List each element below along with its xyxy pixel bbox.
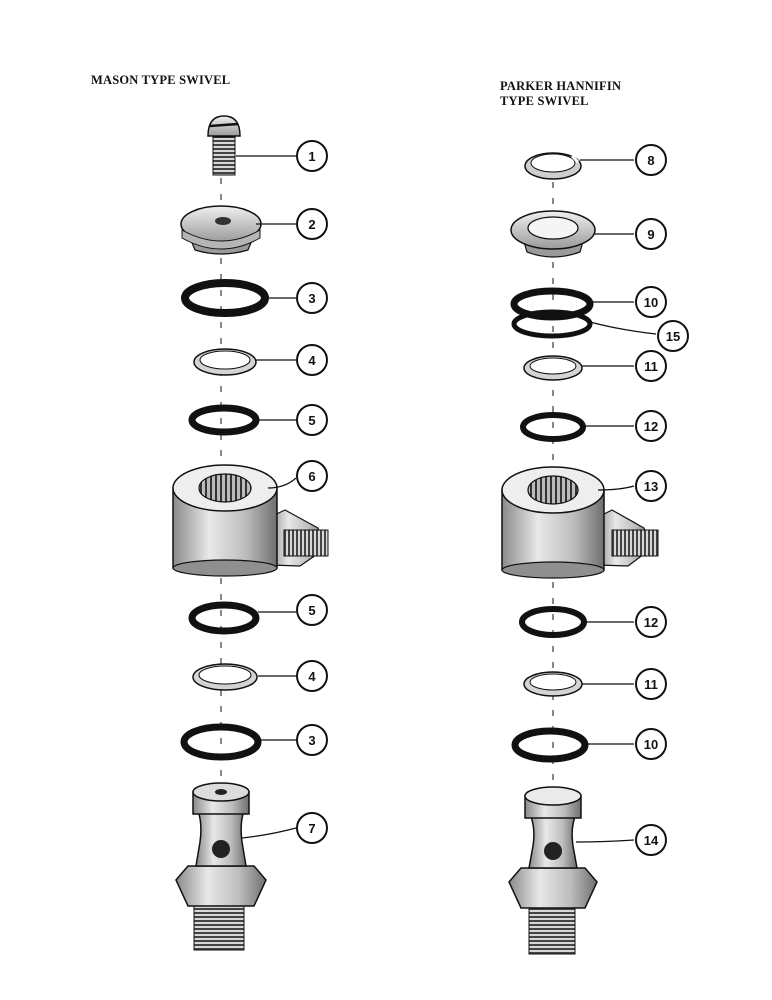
callout-2: 2 bbox=[296, 208, 328, 240]
svg-text:1: 1 bbox=[308, 149, 315, 164]
svg-text:11: 11 bbox=[644, 359, 658, 374]
svg-text:7: 7 bbox=[308, 821, 315, 836]
callout-14: 14 bbox=[635, 824, 667, 856]
callout-11: 11 bbox=[635, 350, 667, 382]
svg-text:3: 3 bbox=[308, 733, 315, 748]
part-15-ring bbox=[511, 309, 593, 339]
svg-text:10: 10 bbox=[644, 295, 658, 310]
part-11-backup-washer-lower bbox=[523, 671, 583, 697]
callout-15: 15 bbox=[657, 320, 689, 352]
svg-text:9: 9 bbox=[647, 227, 654, 242]
callout-10: 10 bbox=[635, 286, 667, 318]
part-3-o-ring-lower bbox=[180, 723, 262, 761]
callout-8: 8 bbox=[635, 144, 667, 176]
part-3-o-ring bbox=[181, 279, 269, 317]
svg-text:3: 3 bbox=[308, 291, 315, 306]
part-2-cap-washer bbox=[180, 205, 262, 255]
callout-10-lower: 10 bbox=[635, 728, 667, 760]
callout-4: 4 bbox=[296, 344, 328, 376]
svg-text:6: 6 bbox=[308, 469, 315, 484]
svg-text:2: 2 bbox=[308, 217, 315, 232]
part-4-backup-washer-lower bbox=[192, 663, 258, 691]
leader-lines-right bbox=[575, 159, 657, 843]
callout-5: 5 bbox=[296, 404, 328, 436]
callout-13: 13 bbox=[635, 470, 667, 502]
part-8-split-ring bbox=[524, 152, 582, 180]
part-4-backup-washer bbox=[193, 348, 257, 376]
svg-text:4: 4 bbox=[308, 669, 316, 684]
callout-4-lower: 4 bbox=[296, 660, 328, 692]
part-10-o-ring-lower bbox=[511, 727, 589, 763]
callout-7: 7 bbox=[296, 812, 328, 844]
svg-text:12: 12 bbox=[644, 419, 658, 434]
svg-text:10: 10 bbox=[644, 737, 658, 752]
svg-text:14: 14 bbox=[644, 833, 659, 848]
svg-text:4: 4 bbox=[308, 353, 316, 368]
leader-lines-left bbox=[236, 155, 297, 839]
part-1-screw bbox=[207, 115, 241, 176]
callout-11-lower: 11 bbox=[635, 668, 667, 700]
svg-text:5: 5 bbox=[308, 603, 315, 618]
callout-12-lower: 12 bbox=[635, 606, 667, 638]
callout-12: 12 bbox=[635, 410, 667, 442]
part-6-swivel-body bbox=[172, 464, 329, 577]
part-5-o-ring-lower bbox=[188, 601, 260, 635]
svg-text:15: 15 bbox=[666, 329, 680, 344]
svg-text:8: 8 bbox=[647, 153, 654, 168]
svg-text:12: 12 bbox=[644, 615, 658, 630]
part-13-swivel-body bbox=[501, 466, 659, 579]
part-11-backup-washer bbox=[523, 355, 583, 381]
svg-text:5: 5 bbox=[308, 413, 315, 428]
callout-9: 9 bbox=[635, 218, 667, 250]
part-10-o-ring bbox=[510, 287, 594, 321]
title-mason-swivel: MASON TYPE SWIVEL bbox=[91, 73, 231, 87]
callout-6: 6 bbox=[296, 460, 328, 492]
part-5-o-ring bbox=[188, 404, 260, 436]
svg-text:11: 11 bbox=[644, 677, 658, 692]
title-parker-hannifin-swivel: PARKER HANNIFIN TYPE SWIVEL bbox=[500, 79, 622, 108]
callout-3-lower: 3 bbox=[296, 724, 328, 756]
part-7-banjo-bolt bbox=[175, 782, 267, 951]
svg-text:13: 13 bbox=[644, 479, 658, 494]
part-14-banjo-bolt bbox=[508, 786, 598, 955]
callout-3: 3 bbox=[296, 282, 328, 314]
part-12-o-ring bbox=[520, 412, 586, 442]
callout-1: 1 bbox=[296, 140, 328, 172]
callout-5-lower: 5 bbox=[296, 594, 328, 626]
part-9-flange-cup bbox=[510, 210, 596, 258]
part-12-o-ring-lower bbox=[519, 606, 587, 638]
